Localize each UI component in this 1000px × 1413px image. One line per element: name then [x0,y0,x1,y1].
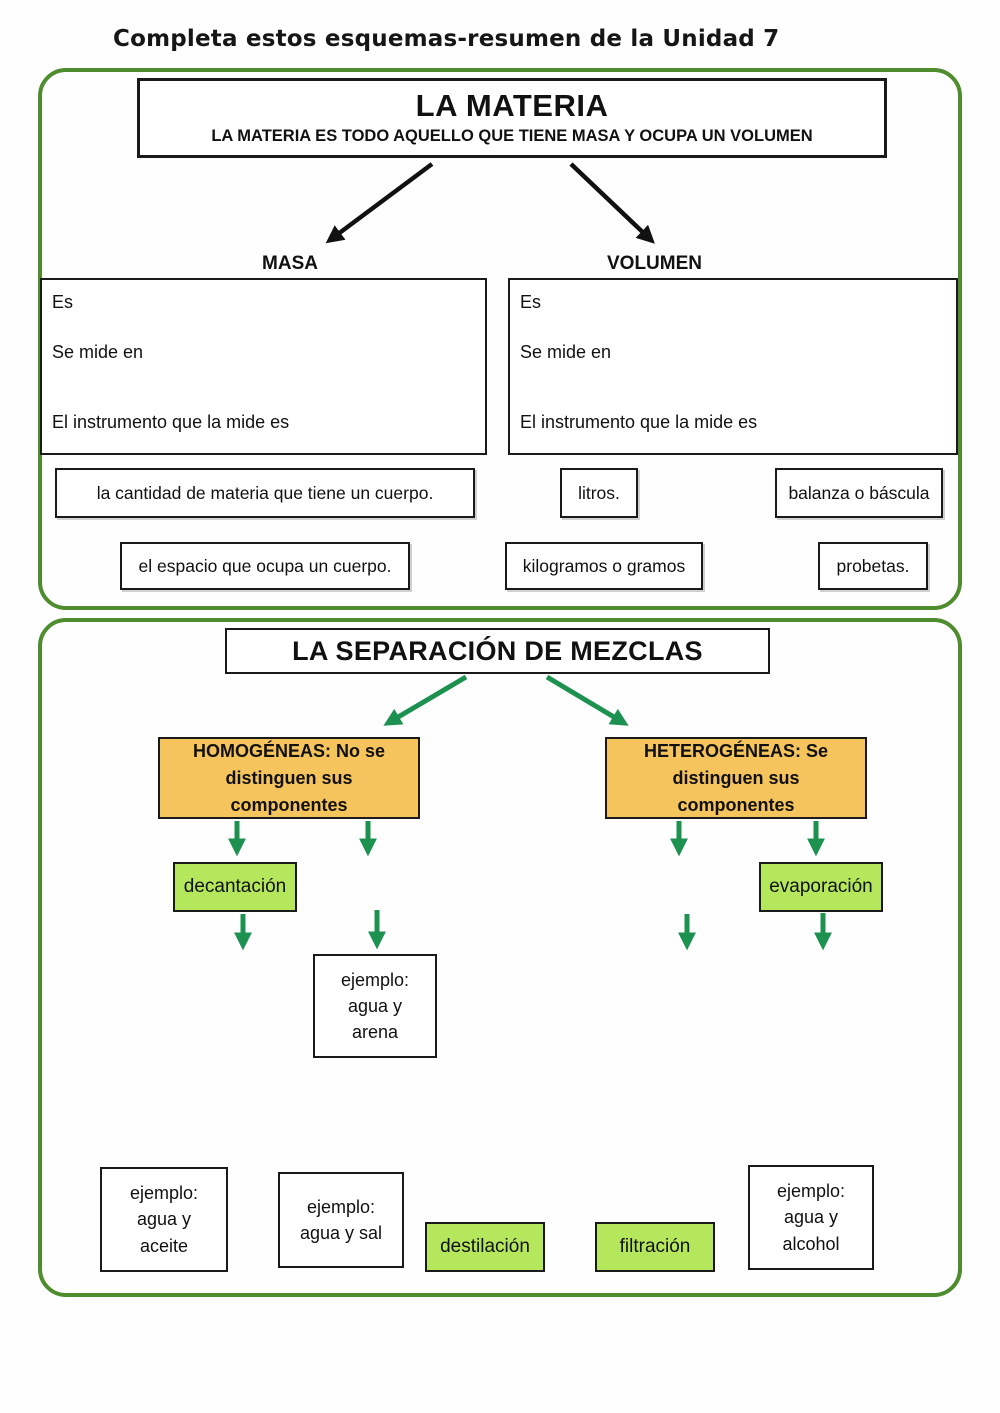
masa-prompt-se-mide-en: Se mide en [52,342,144,362]
token-kilogramos-o-gramos[interactable]: kilogramos o gramos [505,542,703,590]
masa-prompt-es: Es [52,292,74,312]
volumen-prompt-instrumento: El instrumento que la mide es [520,412,758,432]
homogeneas-box: HOMOGÉNEAS: No se distinguen sus compone… [158,737,420,819]
token-evaporacion[interactable]: evaporación [759,862,883,912]
token-ejemplo-agua-aceite[interactable]: ejemplo: agua y aceite [100,1167,228,1272]
worksheet-title: Completa estos esquemas-resumen de la Un… [113,26,780,52]
materia-header-box: LA MATERIA LA MATERIA ES TODO AQUELLO QU… [137,78,887,158]
token-litros[interactable]: litros. [560,468,638,518]
materia-title: LA MATERIA [415,88,609,123]
mezclas-header-box: LA SEPARACIÓN DE MEZCLAS [225,628,770,674]
token-ejemplo-agua-sal[interactable]: ejemplo: agua y sal [278,1172,404,1268]
token-filtracion[interactable]: filtración [595,1222,715,1272]
volumen-prompt-se-mide-en: Se mide en [520,342,612,362]
volumen-dropzone-box[interactable]: Es Se mide en El instrumento que la mide… [508,278,958,455]
volumen-label: VOLUMEN [607,253,702,274]
masa-prompt-instrumento: El instrumento que la mide es [52,412,290,432]
masa-dropzone-box[interactable]: Es Se mide en El instrumento que la mide… [40,278,487,455]
heterogeneas-box: HETEROGÉNEAS: Se distinguen sus componen… [605,737,867,819]
mezclas-title: LA SEPARACIÓN DE MEZCLAS [292,635,703,666]
masa-label: MASA [262,253,318,274]
token-cantidad-de-materia[interactable]: la cantidad de materia que tiene un cuer… [55,468,475,518]
volumen-prompt-es: Es [520,292,542,312]
mezclas-panel [38,618,962,1297]
token-espacio-que-ocupa[interactable]: el espacio que ocupa un cuerpo. [120,542,410,590]
token-ejemplo-agua-alcohol[interactable]: ejemplo: agua y alcohol [748,1165,874,1270]
materia-subtitle: LA MATERIA ES TODO AQUELLO QUE TIENE MAS… [211,127,813,145]
token-probetas[interactable]: probetas. [818,542,928,590]
token-balanza-o-bascula[interactable]: balanza o báscula [775,468,943,518]
token-ejemplo-agua-arena[interactable]: ejemplo: agua y arena [313,954,437,1058]
token-decantacion[interactable]: decantación [173,862,297,912]
token-destilacion[interactable]: destilación [425,1222,545,1272]
